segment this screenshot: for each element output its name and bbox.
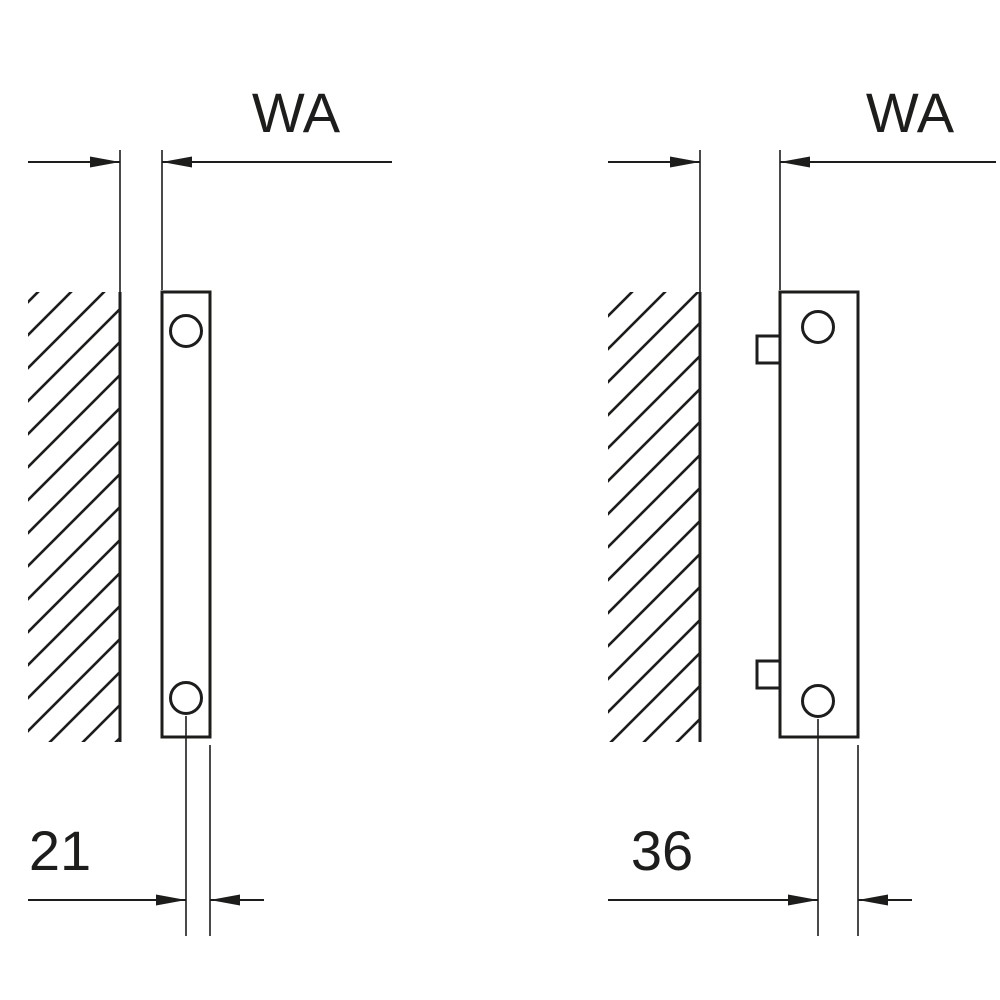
- arrowhead-left-icon: [780, 156, 810, 168]
- arrowhead-right-icon: [156, 894, 186, 906]
- arrowhead-left-icon: [162, 156, 192, 168]
- arrowhead-right-icon: [788, 894, 818, 906]
- pipe-connection-top: [801, 310, 835, 344]
- radiator-body: [160, 290, 212, 739]
- radiator-body: [778, 290, 860, 739]
- wall-hatch: [608, 292, 700, 742]
- wa-dimension-label: WA: [866, 81, 955, 144]
- arrowhead-right-icon: [90, 156, 120, 168]
- bracket-tab-top: [755, 334, 782, 365]
- arrowhead-left-icon: [210, 894, 240, 906]
- bracket-tab-bottom: [755, 659, 782, 690]
- arrowhead-right-icon: [670, 156, 700, 168]
- pipe-connection-bottom: [169, 681, 203, 715]
- right-view: WA 36: [608, 81, 996, 936]
- wall-hatch: [28, 292, 120, 742]
- bottom-dimension-value: 21: [29, 819, 91, 882]
- wa-dimension-label: WA: [252, 81, 341, 144]
- bottom-dimension-value: 36: [631, 819, 693, 882]
- pipe-connection-top: [169, 314, 203, 348]
- pipe-connection-bottom: [801, 684, 835, 718]
- left-view: WA 21: [28, 81, 392, 936]
- arrowhead-left-icon: [858, 894, 888, 906]
